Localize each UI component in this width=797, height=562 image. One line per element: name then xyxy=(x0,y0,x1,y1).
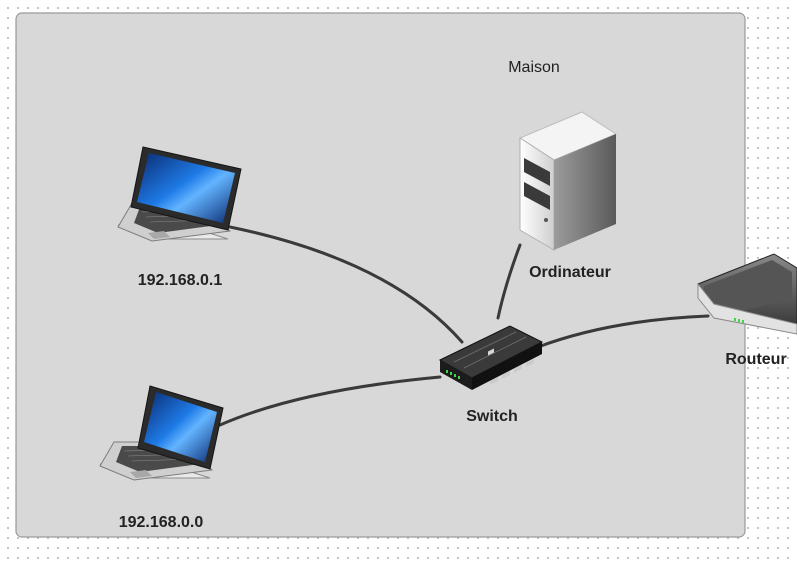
switch-label: Switch xyxy=(466,408,518,425)
edge-switch-router[interactable] xyxy=(536,314,710,349)
laptop-bottom-label: 192.168.0.0 xyxy=(118,514,204,531)
router-label: Routeur xyxy=(725,351,787,368)
laptop-top-label: 192.168.0.1 xyxy=(137,272,223,289)
network-switch-icon[interactable] xyxy=(438,325,544,390)
laptop-icon[interactable] xyxy=(117,146,242,242)
router-icon[interactable] xyxy=(697,253,797,335)
edge-computer-switch[interactable] xyxy=(496,243,522,320)
connections xyxy=(218,225,710,427)
edge-laptop-top-switch[interactable] xyxy=(228,225,464,344)
computer-label: Ordinateur xyxy=(529,264,611,281)
server-tower-icon[interactable] xyxy=(518,111,618,251)
edge-laptop-bottom-switch[interactable] xyxy=(218,375,442,427)
group-label: Maison xyxy=(508,59,560,76)
laptop-icon[interactable] xyxy=(99,385,224,481)
